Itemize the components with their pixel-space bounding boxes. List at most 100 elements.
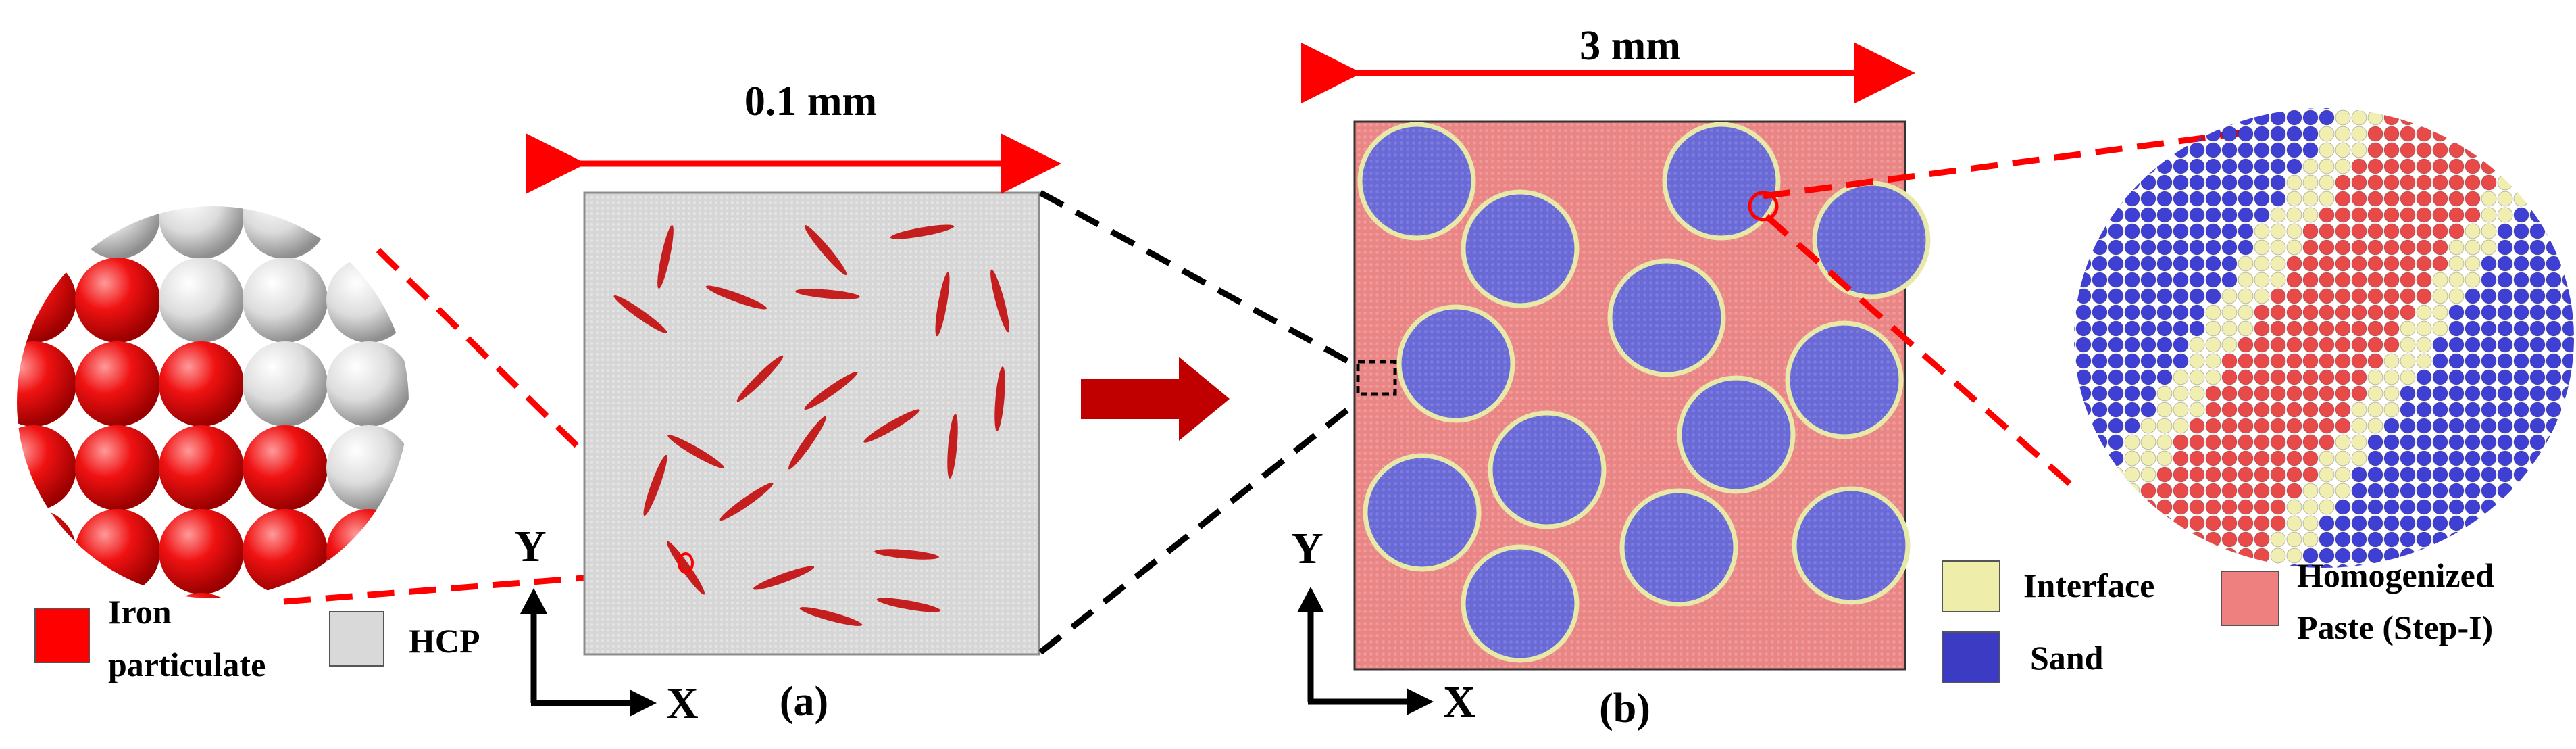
- particle-bead: [2254, 174, 2270, 191]
- particle-bead: [2432, 320, 2448, 337]
- particle-bead: [2238, 402, 2254, 418]
- particle-bead: [2529, 110, 2546, 126]
- particle-bead: [2546, 126, 2562, 142]
- particle-bead: [2432, 531, 2448, 548]
- particle-bead: [2546, 239, 2562, 256]
- particle-bead: [2400, 320, 2416, 337]
- particle-bead: [2383, 385, 2400, 402]
- particle-bead: [2367, 207, 2383, 223]
- particle-bead: [2140, 337, 2156, 353]
- particle-bead: [2108, 320, 2124, 337]
- particle-bead: [2092, 385, 2108, 402]
- particle-bead: [2481, 288, 2497, 304]
- particle-bead: [2416, 288, 2432, 304]
- particle-bead: [2383, 450, 2400, 466]
- particle-bead: [2319, 353, 2335, 369]
- particle-bead: [2254, 531, 2270, 548]
- particle-bead: [2124, 531, 2140, 548]
- particle-bead: [2416, 304, 2432, 320]
- particle-bead: [2367, 223, 2383, 239]
- particle-bead: [2400, 450, 2416, 466]
- particle-bead: [2189, 515, 2205, 531]
- particle-bead: [2075, 320, 2092, 337]
- particle-bead: [2513, 223, 2529, 239]
- particle-bead: [2173, 272, 2189, 288]
- particle-bead: [2562, 402, 2574, 418]
- legend-label-hcp: HCP: [409, 622, 480, 660]
- particle-bead: [2513, 142, 2529, 158]
- particle-bead: [2108, 369, 2124, 385]
- particle-bead: [2335, 434, 2351, 450]
- particle-bead: [2302, 320, 2319, 337]
- hcp-sphere: [243, 258, 328, 343]
- particle-bead: [2481, 385, 2497, 402]
- particle-bead: [2529, 158, 2546, 174]
- particle-bead: [2465, 110, 2481, 126]
- particle-bead: [2497, 191, 2513, 207]
- particle-bead: [2400, 158, 2416, 174]
- particle-bead: [2205, 564, 2221, 568]
- particle-bead: [2448, 450, 2465, 466]
- iron-fibers: [613, 224, 1009, 626]
- particle-bead: [2448, 272, 2465, 288]
- particle-bead: [2173, 369, 2189, 385]
- iron-sphere: [17, 341, 76, 427]
- particle-bead: [2546, 434, 2562, 450]
- particle-bead: [2529, 272, 2546, 288]
- particle-bead: [2074, 499, 2075, 515]
- particle-bead: [2400, 483, 2416, 499]
- particle-bead: [2286, 174, 2302, 191]
- particle-bead: [2108, 531, 2124, 548]
- legend-b: Interface Sand Homogenized Paste (Step-I…: [1942, 556, 2494, 683]
- particle-bead: [2124, 223, 2140, 239]
- particle-bead: [2140, 450, 2156, 466]
- particle-bead: [2238, 531, 2254, 548]
- particle-bead: [2448, 256, 2465, 272]
- particle-bead: [2221, 207, 2238, 223]
- particle-bead: [2562, 385, 2574, 402]
- particle-bead: [2400, 288, 2416, 304]
- particle-bead: [2124, 499, 2140, 515]
- particle-bead: [2367, 272, 2383, 288]
- particle-bead: [2221, 304, 2238, 320]
- particle-bead: [2465, 126, 2481, 142]
- particle-bead: [2319, 108, 2335, 110]
- particle-bead: [2546, 108, 2562, 110]
- particle-bead: [2465, 191, 2481, 207]
- particle-bead: [2529, 548, 2546, 564]
- particle-bead: [2302, 385, 2319, 402]
- particle-bead: [2432, 272, 2448, 288]
- particle-bead: [2302, 126, 2319, 142]
- particle-bead: [2497, 548, 2513, 564]
- particle-bead: [2238, 450, 2254, 466]
- particle-bead: [2335, 385, 2351, 402]
- particle-bead: [2254, 418, 2270, 434]
- particle-bead: [2367, 450, 2383, 466]
- particle-bead: [2319, 239, 2335, 256]
- particle-bead: [2562, 108, 2574, 110]
- particle-bead: [2270, 304, 2286, 320]
- particle-bead: [2416, 337, 2432, 353]
- particle-bead: [2302, 402, 2319, 418]
- particle-bead: [2221, 174, 2238, 191]
- particle-bead: [2529, 239, 2546, 256]
- particle-bead: [2286, 158, 2302, 174]
- particle-bead: [2286, 108, 2302, 110]
- particle-bead: [2367, 239, 2383, 256]
- particle-bead: [2432, 466, 2448, 483]
- particle-bead: [2286, 239, 2302, 256]
- particle-bead: [2416, 353, 2432, 369]
- particle-bead: [2173, 548, 2189, 564]
- particle-bead: [2270, 108, 2286, 110]
- particle-bead: [2075, 304, 2092, 320]
- particle-bead: [2497, 108, 2513, 110]
- particle-bead: [2092, 256, 2108, 272]
- particle-bead: [2173, 564, 2189, 568]
- particle-bead: [2513, 108, 2529, 110]
- particle-bead: [2367, 142, 2383, 158]
- particle-bead: [2335, 191, 2351, 207]
- particle-bead: [2481, 499, 2497, 515]
- particle-bead: [2075, 126, 2092, 142]
- particle-bead: [2448, 239, 2465, 256]
- particle-bead: [2400, 369, 2416, 385]
